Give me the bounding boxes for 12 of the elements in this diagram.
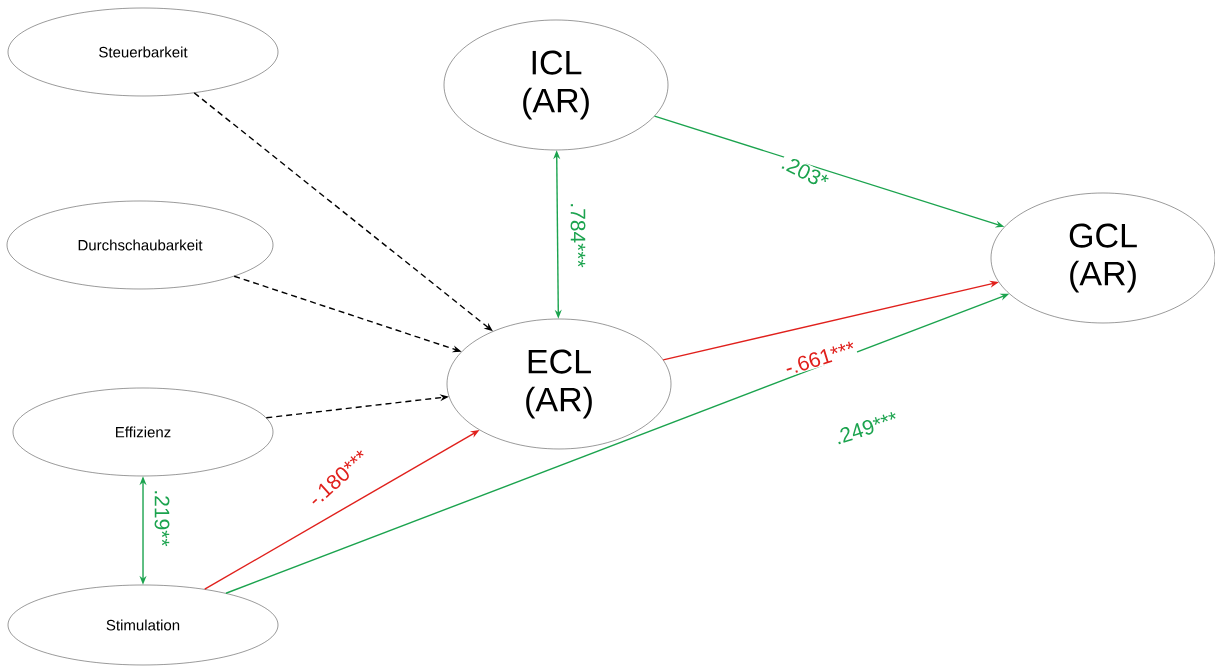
ellipse-node: Durchschaubarkeit — [6, 200, 274, 290]
ellipse-node: ICL (AR) — [443, 19, 669, 151]
ellipse-node: GCL (AR) — [990, 192, 1215, 324]
edge-label: -.661*** — [782, 339, 859, 377]
ellipse-node: ECL (AR) — [446, 318, 672, 450]
edge-label: .203* — [778, 152, 832, 192]
ellipse-node: Effizienz — [12, 387, 274, 477]
edge-label: .219** — [153, 488, 171, 548]
ellipse-node: Stimulation — [7, 584, 279, 666]
edge-label: .249*** — [831, 409, 901, 447]
ellipse-node: Steuerbarkeit — [7, 7, 279, 97]
edge-label: .784*** — [569, 201, 587, 269]
